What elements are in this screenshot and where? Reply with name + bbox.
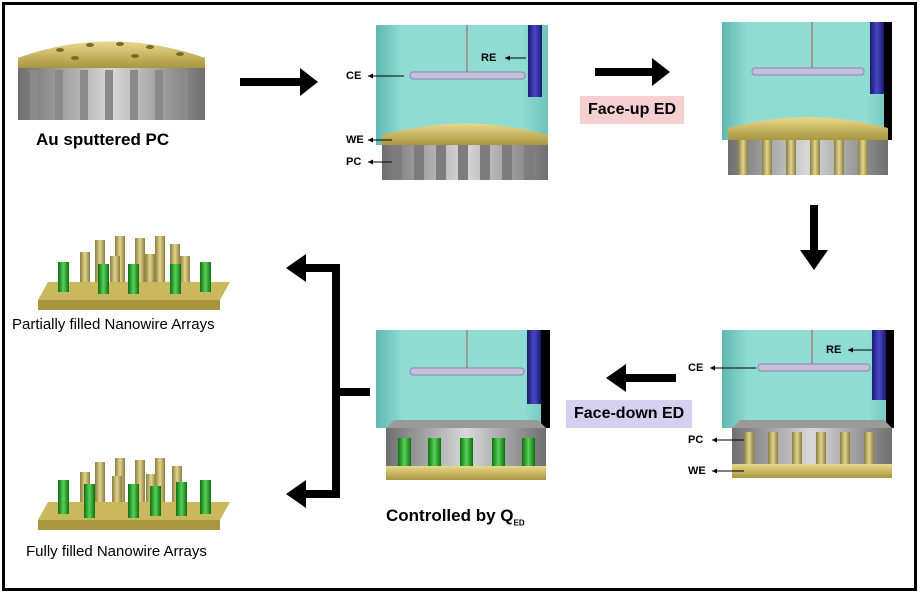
controlled-label: Controlled by QED — [386, 506, 525, 528]
cell-setup-illustration — [376, 25, 548, 180]
re-tag: RE — [481, 52, 497, 64]
au-sputtered-pc-illustration — [18, 41, 205, 120]
face-down-cell-illustration — [722, 330, 894, 478]
partial-label: Partially filled Nanowire Arrays — [12, 316, 215, 333]
ce-tag: CE — [346, 70, 362, 82]
pc-tag-2: PC — [688, 434, 704, 446]
full-label: Fully filled Nanowire Arrays — [26, 543, 207, 560]
full-nanowire-array — [38, 458, 230, 530]
re-tag-2: RE — [826, 344, 842, 356]
branch-arrows — [286, 254, 370, 508]
we-tag: WE — [346, 134, 364, 146]
controlled-cell-illustration — [376, 330, 550, 480]
face-down-badge: Face-down ED — [566, 400, 693, 428]
we-tag-2: WE — [688, 465, 706, 477]
face-up-cell-illustration — [722, 22, 892, 175]
face-up-badge: Face-up ED — [580, 96, 685, 124]
figure-frame — [2, 2, 917, 591]
partial-nanowire-array — [38, 236, 230, 310]
ce-tag-2: CE — [688, 362, 704, 374]
pc-tag: PC — [346, 156, 362, 168]
step1-label: Au sputtered PC — [36, 130, 170, 149]
